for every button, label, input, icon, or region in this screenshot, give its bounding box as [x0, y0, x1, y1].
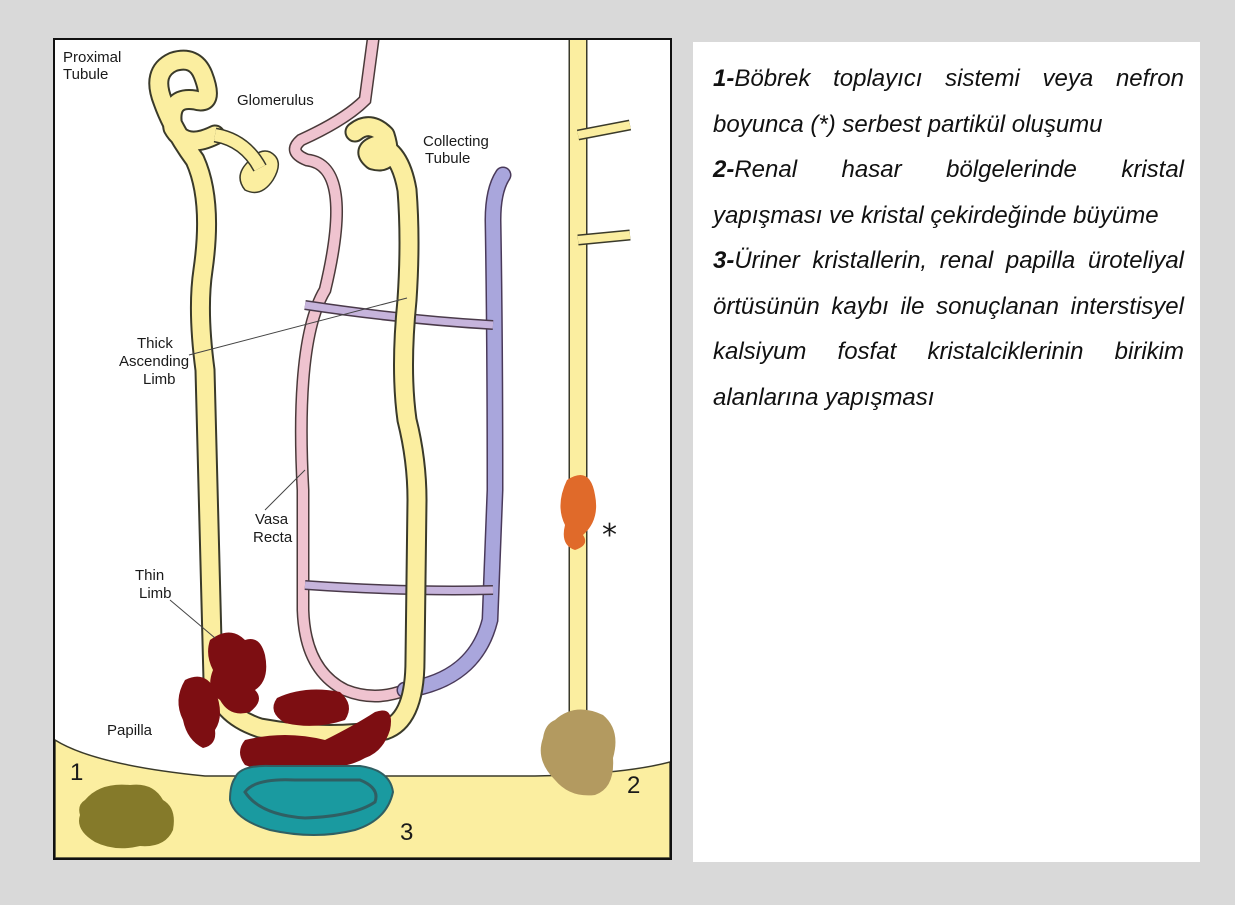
label-thin-limb: Limb — [139, 585, 172, 602]
legend-number-2: 2- — [713, 156, 734, 183]
nephron-tubule — [159, 60, 417, 734]
free-particle — [560, 475, 596, 550]
label-limb: Limb — [143, 371, 176, 388]
legend-text-3: Üriner kristallerin, renal papilla ürote… — [713, 247, 1184, 411]
legend-number-3: 3- — [713, 247, 734, 274]
legend-item-1: 1-Böbrek toplayıcı sistemi veya nefron b… — [713, 56, 1184, 147]
label-vasa: Vasa — [255, 511, 289, 528]
plaque-3 — [230, 766, 393, 835]
collecting-duct — [541, 40, 630, 795]
label-thick: Thick — [137, 335, 173, 352]
crystals — [178, 633, 391, 771]
label-proximal: Proximal — [63, 49, 121, 66]
marker-2: 2 — [627, 772, 640, 799]
label-glomerulus: Glomerulus — [237, 92, 314, 109]
legend-item-2: 2-Renal hasar bölgelerinde kristal yapış… — [713, 147, 1184, 238]
label-collecting-tubule: Tubule — [425, 150, 470, 167]
legend-panel: 1-Böbrek toplayıcı sistemi veya nefron b… — [693, 42, 1200, 862]
marker-3: 3 — [400, 819, 413, 846]
marker-1: 1 — [70, 759, 83, 786]
label-thin: Thin — [135, 567, 164, 584]
legend-number-1: 1- — [713, 65, 734, 92]
nephron-svg: Proximal Tubule Glomerulus Collecting Tu… — [55, 40, 670, 858]
legend-item-3: 3-Üriner kristallerin, renal papilla üro… — [713, 238, 1184, 420]
label-ascending: Ascending — [119, 353, 189, 370]
asterisk-marker: * — [602, 518, 617, 553]
label-papilla: Papilla — [107, 722, 153, 739]
legend-text-1: Böbrek toplayıcı sistemi veya nefron boy… — [713, 65, 1184, 138]
nephron-diagram: Proximal Tubule Glomerulus Collecting Tu… — [53, 38, 672, 860]
label-collecting: Collecting — [423, 133, 489, 150]
legend-text-2: Renal hasar bölgelerinde kristal yapışma… — [713, 156, 1184, 229]
label-tubule: Tubule — [63, 66, 108, 83]
label-recta: Recta — [253, 529, 293, 546]
